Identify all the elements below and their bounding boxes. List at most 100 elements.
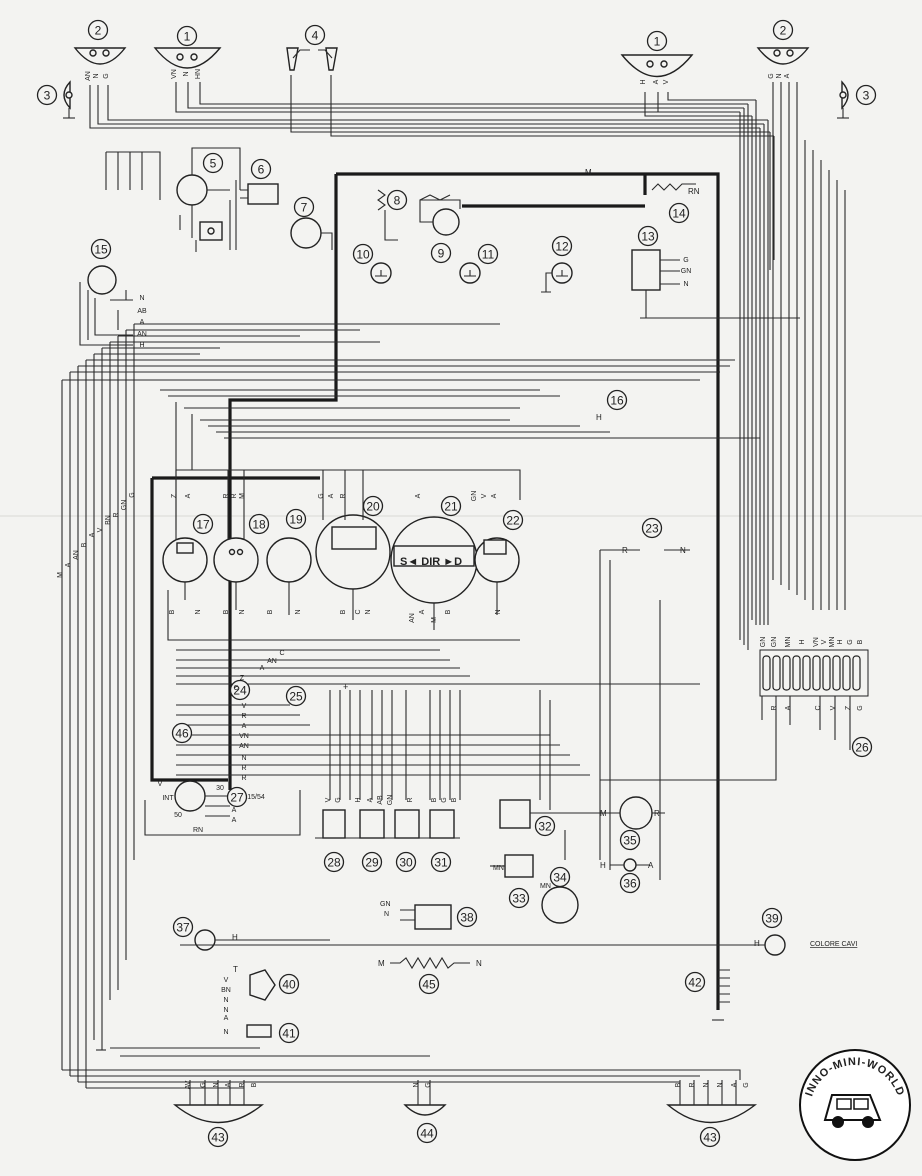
component-2-marker: 2: [87, 19, 109, 41]
dir-indicator-label: S◄ DIR ►D: [400, 556, 462, 568]
inno-mini-world-logo: INNO-MINI-WORLD: [799, 1049, 911, 1161]
wire-label-comp43-right: N: [717, 1082, 724, 1087]
component-13-marker: 13: [637, 225, 659, 247]
coil-42: [712, 969, 730, 1021]
switch-12: [541, 262, 573, 293]
wire-label-dash-top: R: [223, 493, 230, 498]
component-40-marker: 40: [278, 973, 300, 995]
wire-label-dash-bottom: B: [267, 609, 274, 614]
wire-label-dash-bottom: N: [495, 609, 502, 614]
component-23-marker: 23: [641, 517, 663, 539]
wire-label-dash-top: Z: [171, 493, 178, 498]
wire-label-comp26-top: G: [847, 639, 854, 644]
wire-label-comp26-bottom: Z: [845, 705, 852, 710]
component-2-marker: 2: [772, 19, 794, 41]
wire-label-comp40-labels: N: [223, 997, 228, 1004]
component-21-marker: 21: [440, 495, 462, 517]
top-m-label: M: [585, 168, 592, 177]
wire-label-switch-top: G: [335, 797, 342, 802]
wire-label-comp26-top: GN: [771, 637, 778, 648]
component-number: 23: [645, 522, 659, 536]
component-17-marker: 17: [192, 513, 214, 535]
wire-label-dash-top: A: [491, 493, 498, 498]
component-number: 41: [282, 1027, 296, 1041]
component-number: 34: [553, 871, 567, 885]
component-number: 2: [780, 24, 787, 38]
wire-label-comp44-labels: G: [425, 1082, 432, 1087]
mid-wiring: [176, 549, 700, 880]
component-36-marker: 36: [619, 872, 641, 894]
component-1-marker: 1: [646, 30, 668, 52]
comp33-label: MN: [493, 865, 504, 872]
connector-pin: [832, 655, 841, 691]
wire-label-switch-top: A: [367, 797, 374, 802]
wire-label-connector-row: GN: [121, 500, 128, 511]
component-number: 37: [176, 921, 190, 935]
wire-label-comp27-labels: 15/54: [247, 794, 265, 801]
component-number: 46: [175, 727, 189, 741]
wire-label-comp46-labels: AN: [239, 743, 249, 750]
wire-label-dash-bottom: AN: [409, 613, 416, 623]
headlamp-right: [756, 47, 810, 65]
wire-label-connector-row: BN: [105, 515, 112, 525]
switch-37: [194, 929, 330, 951]
indicator-right: [837, 80, 849, 119]
wire-label-comp40-labels: N: [223, 1029, 228, 1036]
wire-label-connector-row: B: [81, 542, 88, 547]
comp23-right-label: N: [680, 546, 686, 555]
horn-34: [541, 886, 579, 924]
wire-label-comp27-labels: INT: [162, 795, 174, 802]
wire-label-comp2-right: N: [776, 73, 783, 78]
wire-label-switch-top: B: [431, 797, 438, 802]
wire-label-comp26-top: B: [857, 639, 864, 644]
component-10-marker: 10: [352, 243, 374, 265]
top-wires: [89, 75, 846, 650]
wire-label-connector-row: R: [113, 512, 120, 517]
component-11-marker: 11: [477, 243, 499, 265]
harness-left: [61, 323, 760, 1088]
wire-label-comp26-top: VN: [813, 637, 820, 647]
relay-33: [490, 854, 534, 878]
ignition-lock-27: [144, 780, 301, 836]
wire-label-comp26-bottom: G: [857, 705, 864, 710]
comp25-plus-label: +: [343, 682, 348, 692]
component-43-marker: 43: [699, 1126, 721, 1148]
wire-label-comp2-right: G: [768, 73, 775, 78]
wiper-15: [79, 265, 133, 346]
component-number: 7: [301, 201, 308, 215]
component-number: 1: [654, 35, 661, 49]
plate-lamp-44: [403, 1080, 447, 1116]
wire-label-comp27-labels: 50: [174, 812, 182, 819]
component-20-marker: 20: [362, 495, 384, 517]
wire-label-switch-top: B: [451, 797, 458, 802]
wire-label-dash-top: A: [415, 493, 422, 498]
wire-label-dash-top: GN: [471, 491, 478, 502]
component-number: 3: [863, 89, 870, 103]
wire-label-comp27-labels: A: [232, 807, 237, 814]
comp36-right-label: A: [648, 861, 654, 870]
wire-label-dash-top: A: [185, 493, 192, 498]
component-33-marker: 33: [508, 887, 530, 909]
wire-label-switch-top: V: [325, 797, 332, 802]
dash-instruments: [162, 469, 521, 641]
component-number: 10: [356, 248, 370, 262]
comp39-label: H: [754, 939, 760, 948]
component-number: 38: [460, 911, 474, 925]
wire-label-comp24-labels: A: [260, 665, 265, 672]
heater-41: [246, 1024, 272, 1038]
wire-label-switch-top: AB: [377, 795, 384, 805]
wire-label-switch-top: R: [407, 797, 414, 802]
wire-label-comp27-labels: A: [232, 817, 237, 824]
component-number: 24: [233, 684, 247, 698]
regulator-14: [651, 183, 696, 191]
component-39-marker: 39: [761, 907, 783, 929]
wire-label-comp40-labels: BN: [221, 987, 231, 994]
heavy-cables: [150, 172, 720, 1010]
component-number: 13: [641, 230, 655, 244]
component-number: 28: [327, 856, 341, 870]
wire-label-comp26-top: MN: [785, 637, 792, 648]
wire-label-comp43-left: N: [213, 1082, 220, 1087]
component-25-marker: 25: [285, 685, 307, 707]
